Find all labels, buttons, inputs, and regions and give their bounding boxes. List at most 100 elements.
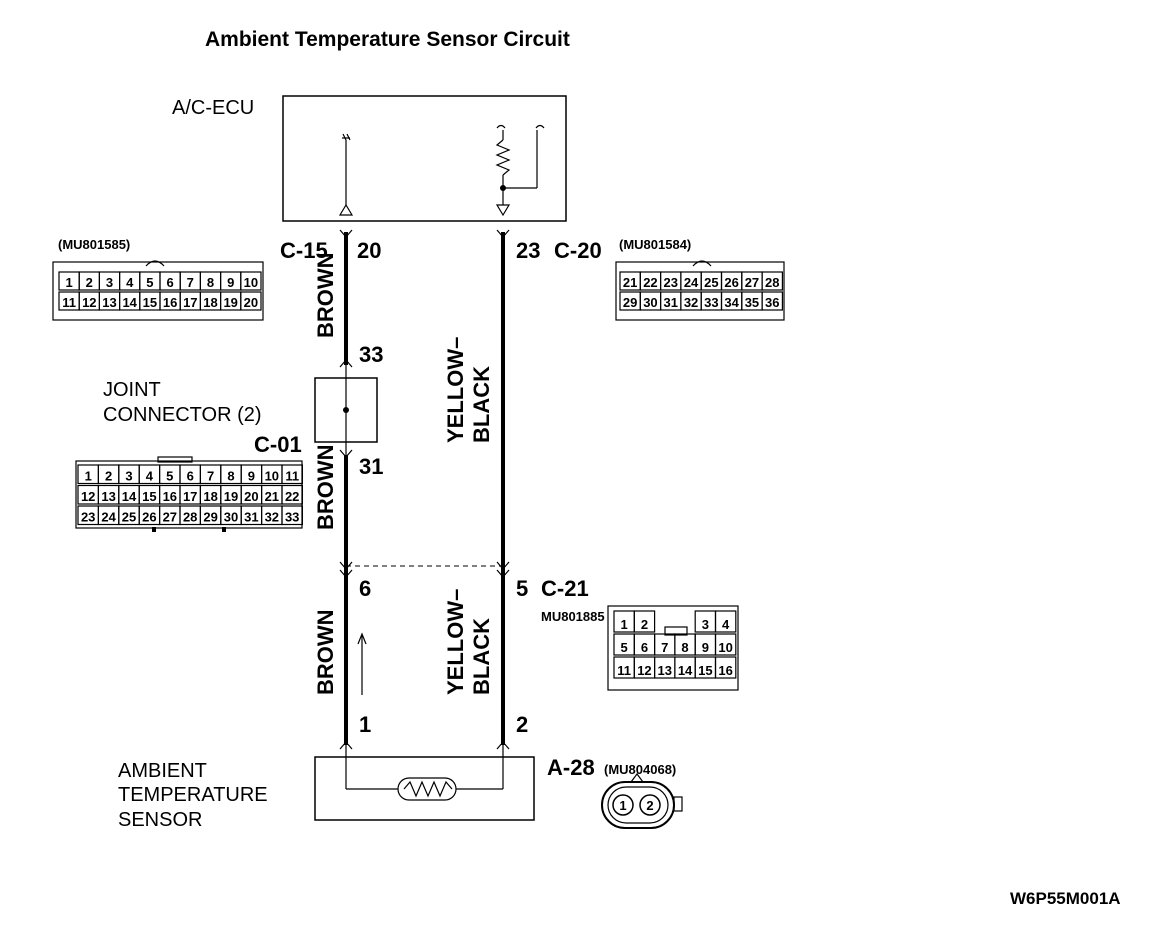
page-title: Ambient Temperature Sensor Circuit — [205, 28, 570, 51]
ecu-box — [282, 95, 567, 222]
pin-number: 13 — [101, 489, 115, 504]
wire-label-black-2: BLACK — [469, 618, 494, 695]
c20-pin: 23 — [516, 238, 540, 263]
pin-number: 25 — [122, 510, 136, 525]
a28-name: A-28 — [547, 755, 595, 780]
pin-cavity — [281, 484, 303, 505]
pin-number: 1 — [85, 469, 92, 484]
sensor-label-2: TEMPERATURE — [118, 784, 268, 806]
ecu-label: A/C-ECU — [172, 97, 254, 119]
sensor-pin-left: 1 — [359, 712, 371, 737]
pin-number: 1 — [65, 275, 72, 290]
pin-number: 24 — [101, 510, 116, 525]
c21-pin-right: 5 — [516, 576, 528, 601]
pin-number: 23 — [81, 510, 95, 525]
pin-number: 1 — [621, 617, 628, 632]
pin-cavity — [240, 271, 262, 291]
pin-number: 33 — [285, 510, 299, 525]
pin-number: 30 — [643, 295, 657, 310]
pin-number: 9 — [227, 275, 234, 290]
wire-label-brown-3: BROWN — [313, 609, 338, 695]
pin-number: 23 — [664, 275, 678, 290]
pin-number: 31 — [664, 295, 678, 310]
pin-number: 26 — [724, 275, 738, 290]
pin-number: 10 — [244, 275, 258, 290]
pin-number: 20 — [244, 489, 258, 504]
joint-label-1: JOINT — [103, 379, 161, 401]
wire-label-yellow-1: YELLOW– — [443, 337, 468, 443]
joint-connector-box — [314, 377, 378, 443]
pin-number: 5 — [621, 640, 628, 655]
pin-number: 12 — [637, 663, 651, 678]
pin-number: 15 — [143, 295, 157, 310]
sensor-label-3: SENSOR — [118, 809, 202, 831]
pin-number: 18 — [203, 489, 217, 504]
pin-number: 11 — [617, 663, 631, 678]
pin-number: 15 — [142, 489, 156, 504]
pull-up-resistor-icon — [495, 124, 545, 217]
pin-number: 21 — [265, 489, 279, 504]
pin-cavity — [281, 464, 303, 485]
c20-name: C-20 — [554, 238, 602, 263]
pin-number: 28 — [183, 510, 197, 525]
pin-number: 13 — [658, 663, 672, 678]
pin-number: 16 — [163, 295, 177, 310]
pin-number: 17 — [183, 295, 197, 310]
pin-number: 3 — [702, 617, 709, 632]
splice-dot — [343, 407, 349, 413]
footer-code: W6P55M001A — [1010, 889, 1121, 908]
pin-number: 10 — [265, 469, 279, 484]
pin-cavity — [633, 610, 656, 633]
sensor-label-1: AMBIENT — [118, 760, 207, 782]
pin-cavity — [761, 291, 783, 311]
ground-icon — [338, 133, 354, 216]
pin-number: 22 — [643, 275, 657, 290]
current-arrow-icon — [357, 632, 367, 695]
pin-number: 14 — [122, 489, 137, 504]
pin-number: 26 — [142, 510, 156, 525]
pin-cavity — [240, 291, 262, 311]
pin-number: 29 — [623, 295, 637, 310]
pin-number: 5 — [166, 469, 173, 484]
joint-label-2: CONNECTOR (2) — [103, 404, 262, 426]
pin-number: 3 — [125, 469, 132, 484]
pin-number: 12 — [81, 489, 95, 504]
c21-part: MU801885 — [541, 609, 605, 624]
pin-number: 28 — [765, 275, 779, 290]
a28-pin-number: 1 — [619, 798, 626, 813]
pin-number: 24 — [684, 275, 699, 290]
pin-number: 2 — [641, 617, 648, 632]
pin-number: 19 — [223, 295, 237, 310]
pin-number: 18 — [203, 295, 217, 310]
c15-pin: 20 — [357, 238, 381, 263]
pin-number: 21 — [623, 275, 637, 290]
pin-number: 29 — [203, 510, 217, 525]
pin-cavity — [714, 610, 737, 633]
pin-number: 14 — [678, 663, 693, 678]
pin-number: 15 — [698, 663, 712, 678]
pin-number: 4 — [146, 469, 154, 484]
pin-cavity — [714, 633, 737, 656]
thermistor-icon — [345, 745, 504, 801]
joint-pin-top: 33 — [359, 342, 383, 367]
pin-number: 27 — [745, 275, 759, 290]
pin-number: 11 — [62, 295, 76, 310]
joint-pin-bottom: 31 — [359, 454, 383, 479]
pin-number: 36 — [765, 295, 779, 310]
wire-label-black-1: BLACK — [469, 366, 494, 443]
c20-part: (MU801584) — [619, 237, 691, 252]
pin-cavity — [281, 505, 303, 526]
pin-number: 19 — [224, 489, 238, 504]
wire-label-brown-2: BROWN — [313, 444, 338, 530]
pin-number: 7 — [661, 640, 668, 655]
pin-number: 8 — [207, 275, 214, 290]
sensor-box — [314, 756, 535, 821]
pin-number: 22 — [285, 489, 299, 504]
pin-number: 4 — [722, 617, 730, 632]
pin-number: 31 — [244, 510, 258, 525]
pin-cavity — [714, 656, 737, 679]
pin-number: 25 — [704, 275, 718, 290]
